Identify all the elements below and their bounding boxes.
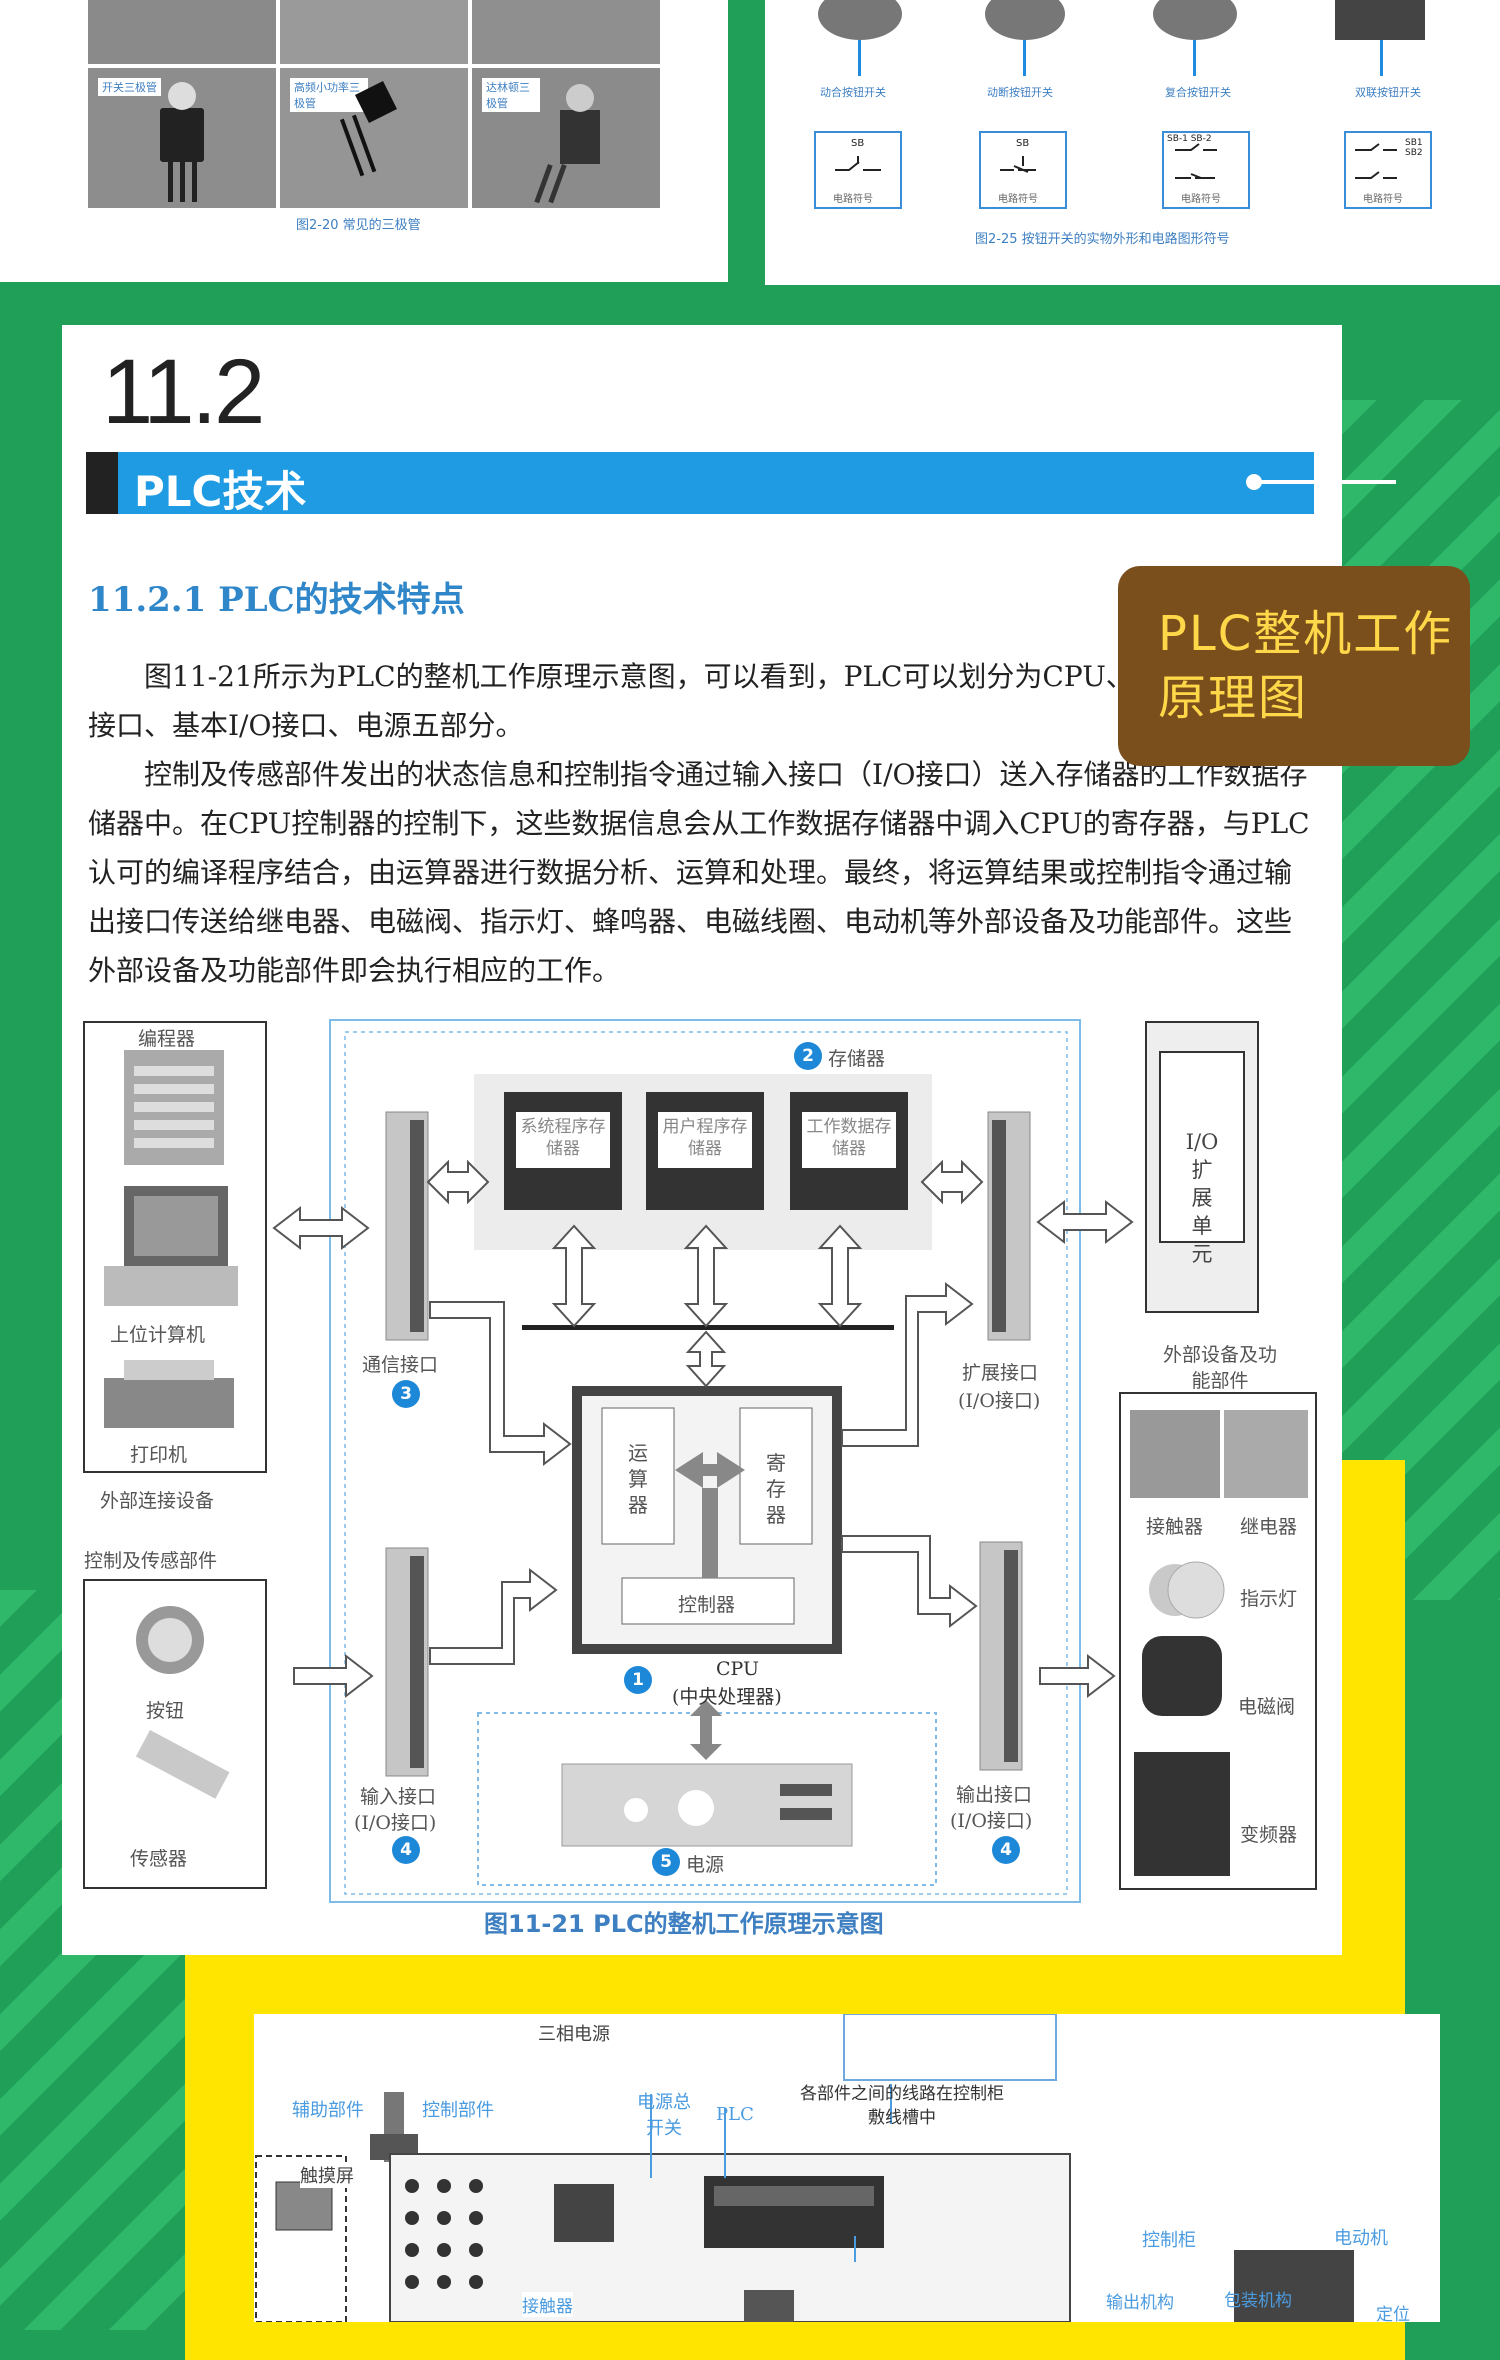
controller-label: 控制器 [678,1594,736,1616]
pc-label: 上位计算机 [110,1324,206,1346]
output-interface-badge: 4 [992,1836,1020,1864]
memory-work-label: 工作数据存储器 [802,1112,896,1168]
banner-black-block [86,452,118,514]
wiring-note-label: 各部件之间的线路在控制柜敷线槽中 [800,2084,1004,2128]
input-interface-label-2: (I/O接口) [354,1812,437,1834]
expansion-interface-label: 扩展接口 [962,1362,1039,1384]
valve-label: 电磁阀 [1238,1696,1296,1718]
inverter-label: 变频器 [1240,1824,1298,1846]
button-label-3: 复合按钮开关 [1165,86,1231,99]
transistor-figure-caption: 图2-20 常见的三极管 [296,218,421,233]
button-label-1: 动合按钮开关 [820,86,886,99]
aux-parts-label: 辅助部件 [292,2100,364,2121]
control-parts-label: 控制部件 [422,2100,494,2121]
memory-system-label: 系统程序存储器 [516,1112,610,1168]
motor-label: 电动机 [1334,2228,1388,2249]
top-right-figure: 动合按钮开关 动断按钮开关 复合按钮开关 双联按钮开关 SB SB SB-1 S… [765,0,1500,285]
output-interface-label-2: (I/O接口) [950,1810,1033,1832]
plc-label: PLC [716,2104,754,2125]
paragraph-1: 图11-21所示为PLC的整机工作原理示意图，可以看到，PLC可以划分为CPU、… [88,660,1302,742]
banner-dot [1246,474,1262,490]
transistor-label-3: 达林顿三极管 [482,78,540,112]
memory-badge: 2 [794,1042,822,1070]
symbol-text-1: SB [851,138,865,149]
positioning-label: 定位 [1376,2305,1410,2325]
expansion-interface-label-2: (I/O接口) [958,1390,1041,1412]
memory-user-block: 用户程序存储器 [646,1092,764,1210]
symbol-text-2: SB [1016,138,1030,149]
bottom-figure-shapes [255,2014,1354,2322]
section-banner: PLC技术 [86,452,1396,516]
subsection-title: 11.2.1 PLC的技术特点 [88,580,465,620]
external-devices-label: 外部连接设备 [100,1490,215,1512]
programmer-label: 编程器 [138,1028,196,1050]
input-interface-label: 输入接口 [360,1786,437,1808]
relay-label: 继电器 [1240,1516,1298,1538]
callout-box: PLC整机工作原理图 [1118,566,1470,766]
contactor-label: 接触器 [1146,1516,1204,1538]
symbol-text-3: SB-1 SB-2 [1167,134,1212,144]
section-number: 11.2 [102,341,265,443]
transistor-photo-1 [88,0,276,64]
comm-interface-label: 通信接口 [362,1354,439,1376]
power-badge: 5 [652,1848,680,1876]
button-label: 按钮 [146,1700,185,1722]
diagram-caption: 图11-21 PLC的整机工作原理示意图 [484,1910,884,1938]
lamp-label: 指示灯 [1240,1588,1298,1610]
output-mechanism-label: 输出机构 [1106,2293,1174,2313]
button-switch-drawings [814,0,1432,209]
packaging-mechanism-label: 包装机构 [1224,2291,1292,2311]
memory-user-label: 用户程序存储器 [658,1112,752,1168]
transistor-photo-2 [280,0,468,64]
button-figure-caption: 图2-25 按钮开关的实物外形和电路图形符号 [975,232,1230,247]
register-label: 寄存器 [766,1451,786,1527]
paragraph-2: 控制及传感部件发出的状态信息和控制指令通过输入接口（I/O接口）送入存储器的工作… [88,758,1310,987]
symbol-caption-2: 电路符号 [998,194,1038,205]
symbol-caption-4: 电路符号 [1363,194,1403,205]
contactor-bottom-label: 接触器 [522,2292,573,2317]
button-label-4: 双联按钮开关 [1355,86,1421,99]
transistor-shapes [160,81,600,204]
cpu-label-2: (中央处理器) [672,1686,782,1708]
transistor-label-1: 开关三极管 [98,78,161,96]
alu-label: 运算器 [628,1441,648,1517]
peripherals-group-label: 外部设备及功能部件 [1162,1344,1277,1392]
banner-line [1256,480,1396,484]
three-phase-label: 三相电源 [538,2024,610,2045]
symbol-caption-3: 电路符号 [1181,194,1221,205]
printer-label: 打印机 [130,1444,188,1466]
main-switch-label: 电源总开关 [637,2092,691,2139]
io-unit-label: I/O扩展单元 [1185,1130,1219,1266]
cabinet-label: 控制柜 [1142,2230,1196,2251]
sensor-label: 传感器 [130,1848,188,1870]
memory-work-block: 工作数据存储器 [790,1092,908,1210]
button-label-2: 动断按钮开关 [987,86,1053,99]
callout-text: PLC整机工作原理图 [1158,606,1454,726]
power-label: 电源 [686,1854,725,1876]
cpu-label: CPU [716,1658,760,1680]
control-sensor-group-label: 控制及传感部件 [84,1550,218,1572]
symbol-text-4: SB1 SB2 [1405,138,1423,158]
input-interface-badge: 4 [392,1836,420,1864]
bottom-figure: 三相电源 辅助部件 控制部件 电源总开关 PLC 各部件之间的线路在控制柜敷线槽… [254,2014,1440,2325]
transistor-photo-3 [472,0,660,64]
output-interface-label: 输出接口 [956,1784,1033,1806]
cpu-badge: 1 [624,1666,652,1694]
memory-label: 存储器 [828,1048,886,1070]
section-title: PLC技术 [134,467,307,516]
memory-system-block: 系统程序存储器 [504,1092,622,1210]
top-left-figure: 开关三极管 高频小功率三极管 达林顿三极管 图2-20 常见的三极管 [0,0,728,282]
symbol-caption-1: 电路符号 [833,194,873,205]
comm-interface-badge: 3 [392,1380,420,1408]
touchscreen-label: 触摸屏 [300,2162,354,2188]
